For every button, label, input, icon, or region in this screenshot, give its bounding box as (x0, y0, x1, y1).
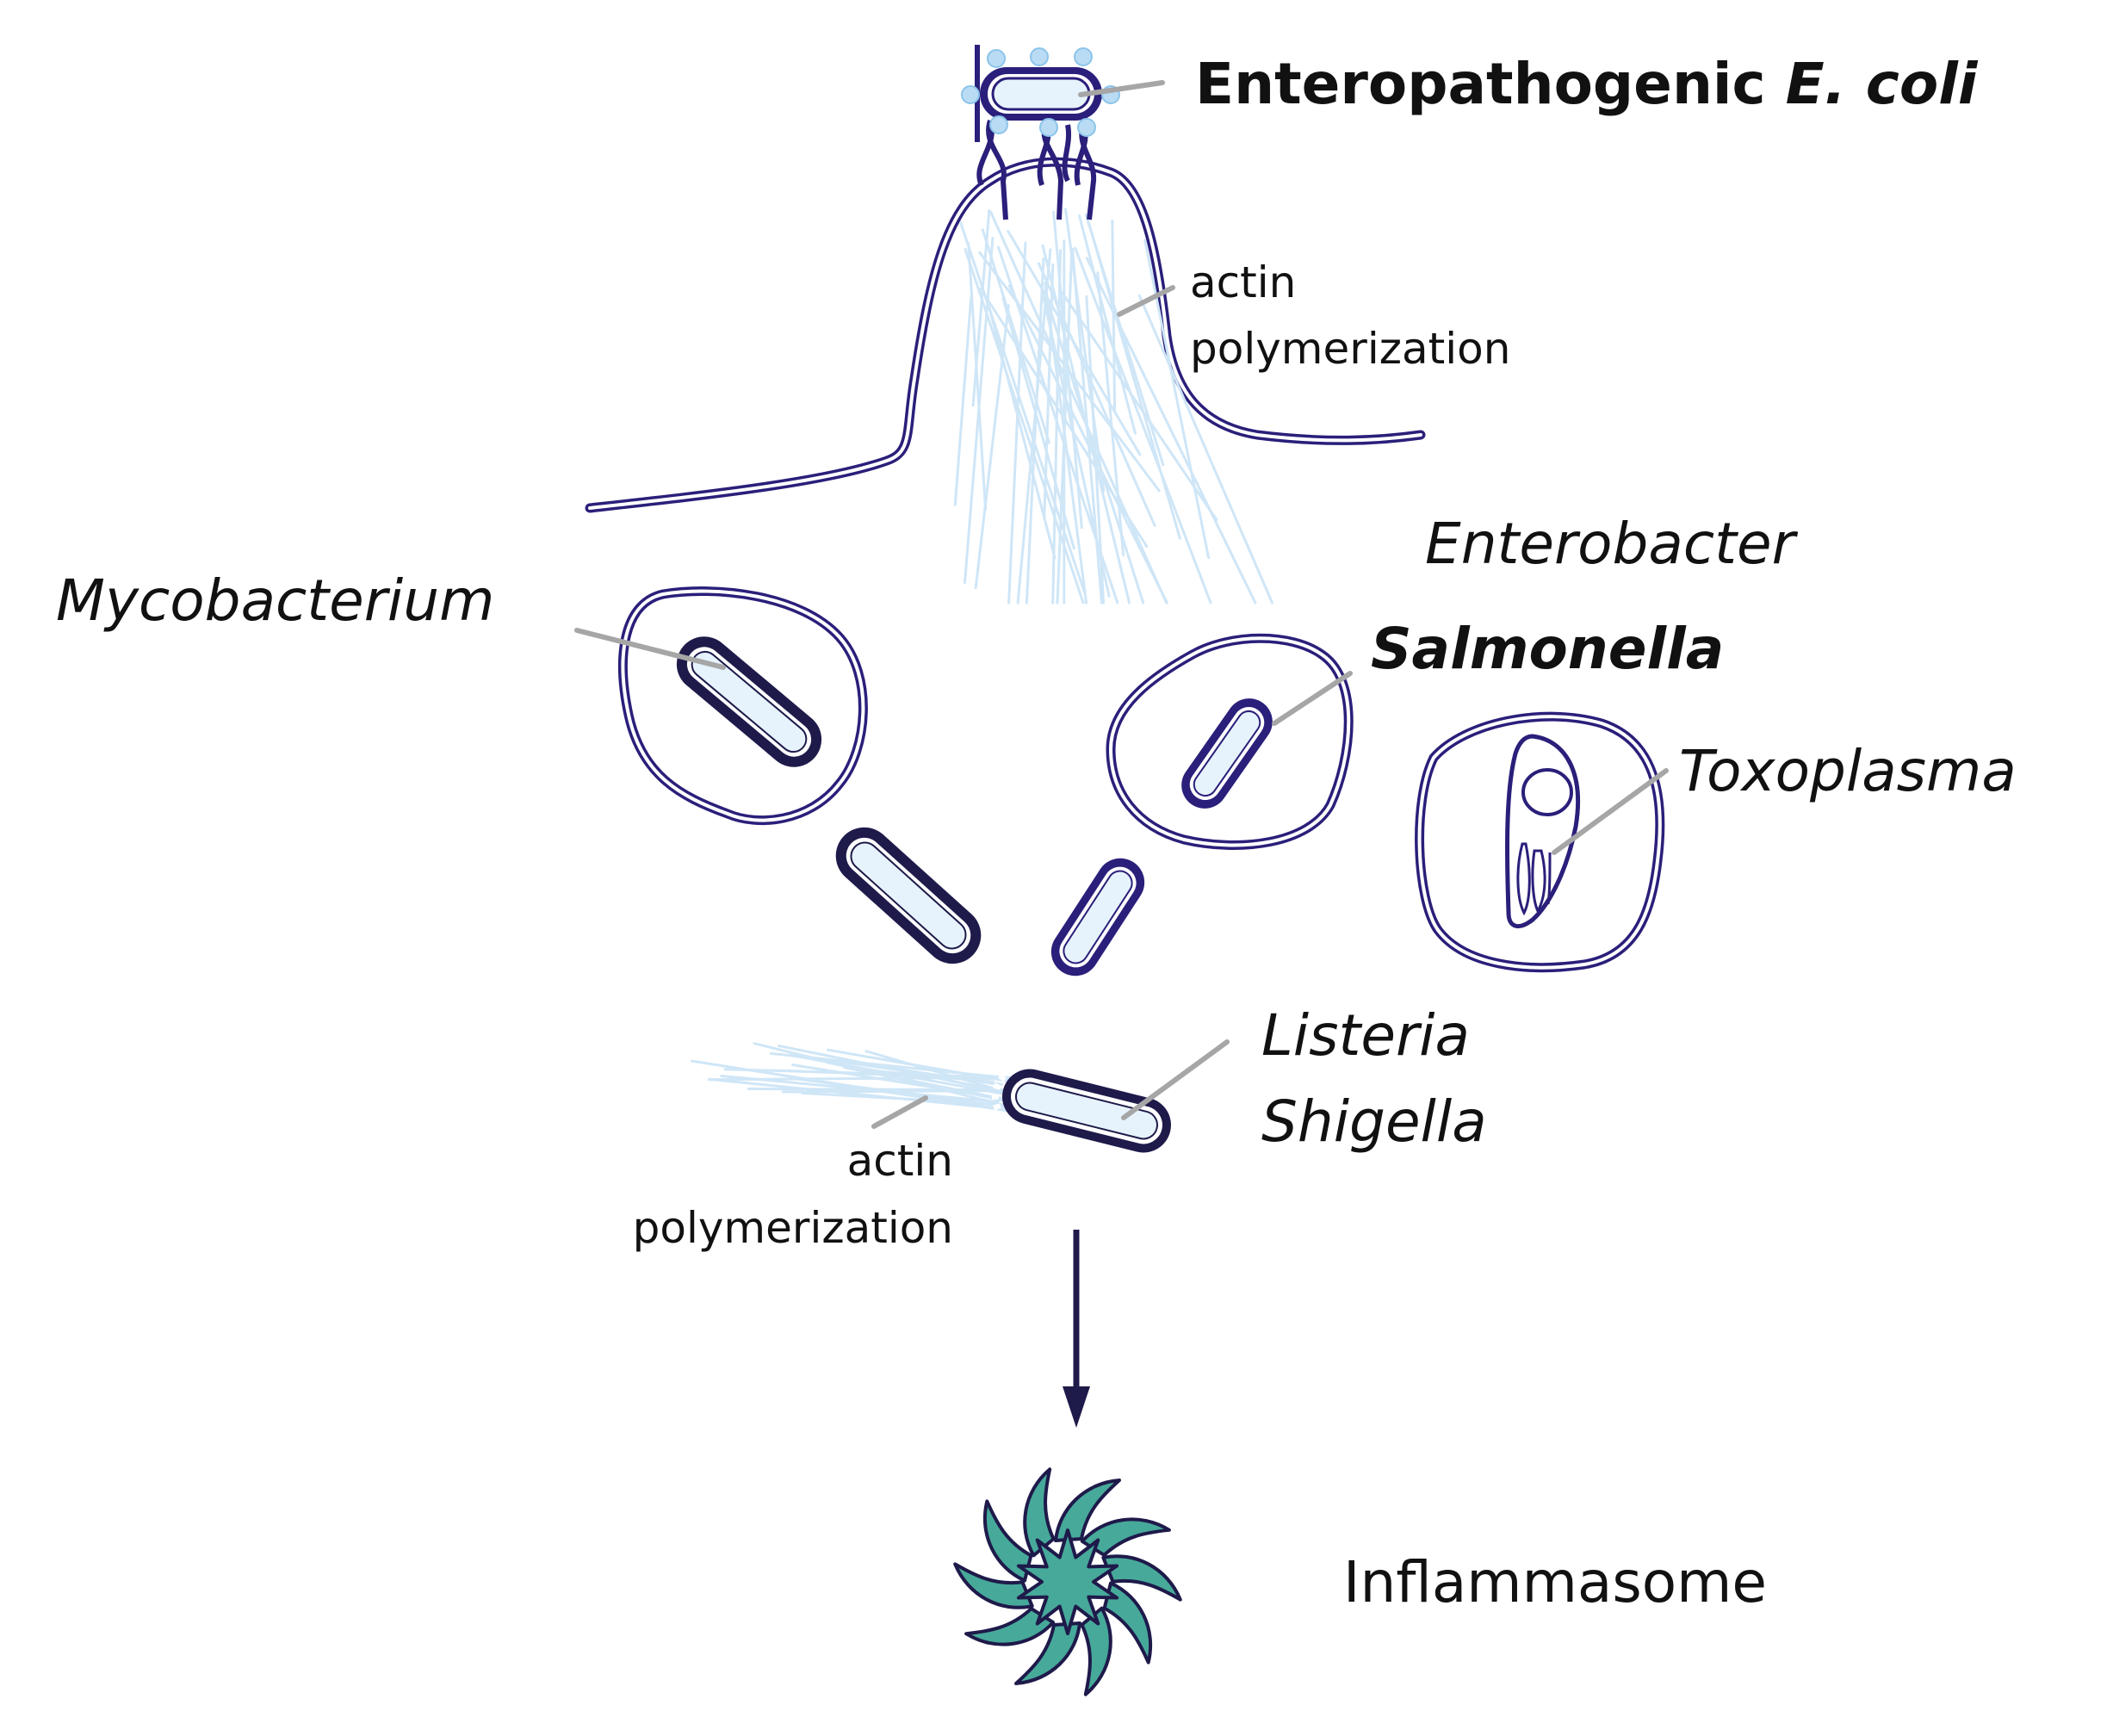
actin-filament (1078, 214, 1137, 435)
pinwheel-blade (964, 1607, 1056, 1646)
pinwheel-blade (1014, 1621, 1081, 1685)
actin-filament (707, 1076, 1021, 1082)
actin-filaments-pedestal (953, 208, 1273, 604)
actin-filament (1061, 291, 1218, 521)
actin-bottom-pointer (871, 1095, 928, 1129)
mycobacterium-label: Mycobacterium (56, 567, 494, 634)
actin-bottom-label-line2: polymerization (633, 1203, 953, 1253)
salmonella-in-vacuole (1181, 698, 1273, 809)
actin-top-pointer (1117, 285, 1175, 317)
actin-filament (989, 210, 1168, 604)
inflammasome-label: Inflammasome (1343, 1549, 1767, 1615)
actin-filament (1111, 219, 1117, 412)
actin-top-label-line1: actin (1190, 257, 1296, 307)
pinwheel-blade (1080, 1517, 1171, 1557)
actin-filament (997, 245, 1119, 604)
actin-filament (1051, 249, 1062, 604)
epec-bacterium (961, 45, 1120, 220)
actin-filament (953, 296, 973, 506)
pinwheel-blade (1023, 1467, 1056, 1558)
toxoplasma-pointer (1552, 768, 1669, 855)
actin-filament (1085, 257, 1257, 604)
listeria-label: Listeria (1261, 1002, 1470, 1069)
pinwheel-blade (982, 1499, 1033, 1583)
pinwheel-blade (953, 1562, 1034, 1609)
host-membrane (585, 157, 1426, 513)
toxoplasma-parasite (1504, 734, 1581, 928)
actin-filament (964, 237, 995, 585)
actin-top-label-line2: polymerization (1190, 324, 1510, 374)
listeria-shigella-bacterium (991, 1066, 1171, 1153)
actin-bottom-label-line1: actin (847, 1136, 953, 1186)
actin-filament (1085, 294, 1106, 604)
pinwheel-blade (1101, 1554, 1182, 1602)
toxoplasma-label: Toxoplasma (1679, 738, 2017, 804)
actin-filament (1044, 282, 1088, 604)
mycobacterium-free (835, 827, 982, 964)
pinwheel-icon (953, 1467, 1182, 1696)
pinwheel-blade (1080, 1606, 1112, 1696)
actin-filament (988, 307, 1056, 560)
actin-filament (747, 1088, 1013, 1092)
listeria-pointer (1121, 1039, 1230, 1120)
shigella-label: Shigella (1261, 1088, 1487, 1155)
actin-filament (1074, 246, 1212, 604)
actin-filament (959, 221, 1086, 594)
actin-comet-tail (691, 1042, 1026, 1113)
pinwheel-core (1016, 1528, 1119, 1635)
actin-filament (709, 1077, 1012, 1112)
actin-filament (1007, 241, 1027, 604)
salmonella-pointer (1272, 671, 1353, 726)
salmonella-free (1050, 858, 1145, 976)
pinwheel-blade (1054, 1479, 1121, 1542)
mycobacterium-in-vacuole (676, 636, 822, 767)
epec-label: Enteropathogenic E. coli (1195, 51, 1979, 117)
enterobacter-label: Enterobacter (1425, 511, 1799, 577)
actin-filament (1052, 210, 1083, 530)
actin-filament (967, 242, 988, 511)
actin-filament (1025, 257, 1045, 604)
actin-filament (842, 1066, 1000, 1100)
actin-filament (964, 248, 1085, 604)
actin-filament (1007, 284, 1168, 604)
actin-filament (1096, 271, 1125, 556)
actin-filament (1143, 239, 1211, 560)
actin-filament (1016, 248, 1052, 604)
actin-filament (1137, 294, 1273, 604)
actin-filament (981, 228, 1050, 444)
mycobacterium-pointer (574, 628, 726, 670)
epec-pointer (1078, 80, 1165, 97)
actin-filament (1041, 244, 1131, 604)
actin-filament (858, 1062, 995, 1085)
pinwheel-blade (1102, 1581, 1153, 1665)
arrow-down-icon (1063, 1230, 1090, 1428)
salmonella-label: Salmonella (1371, 616, 1724, 682)
actin-filament (1007, 229, 1142, 456)
